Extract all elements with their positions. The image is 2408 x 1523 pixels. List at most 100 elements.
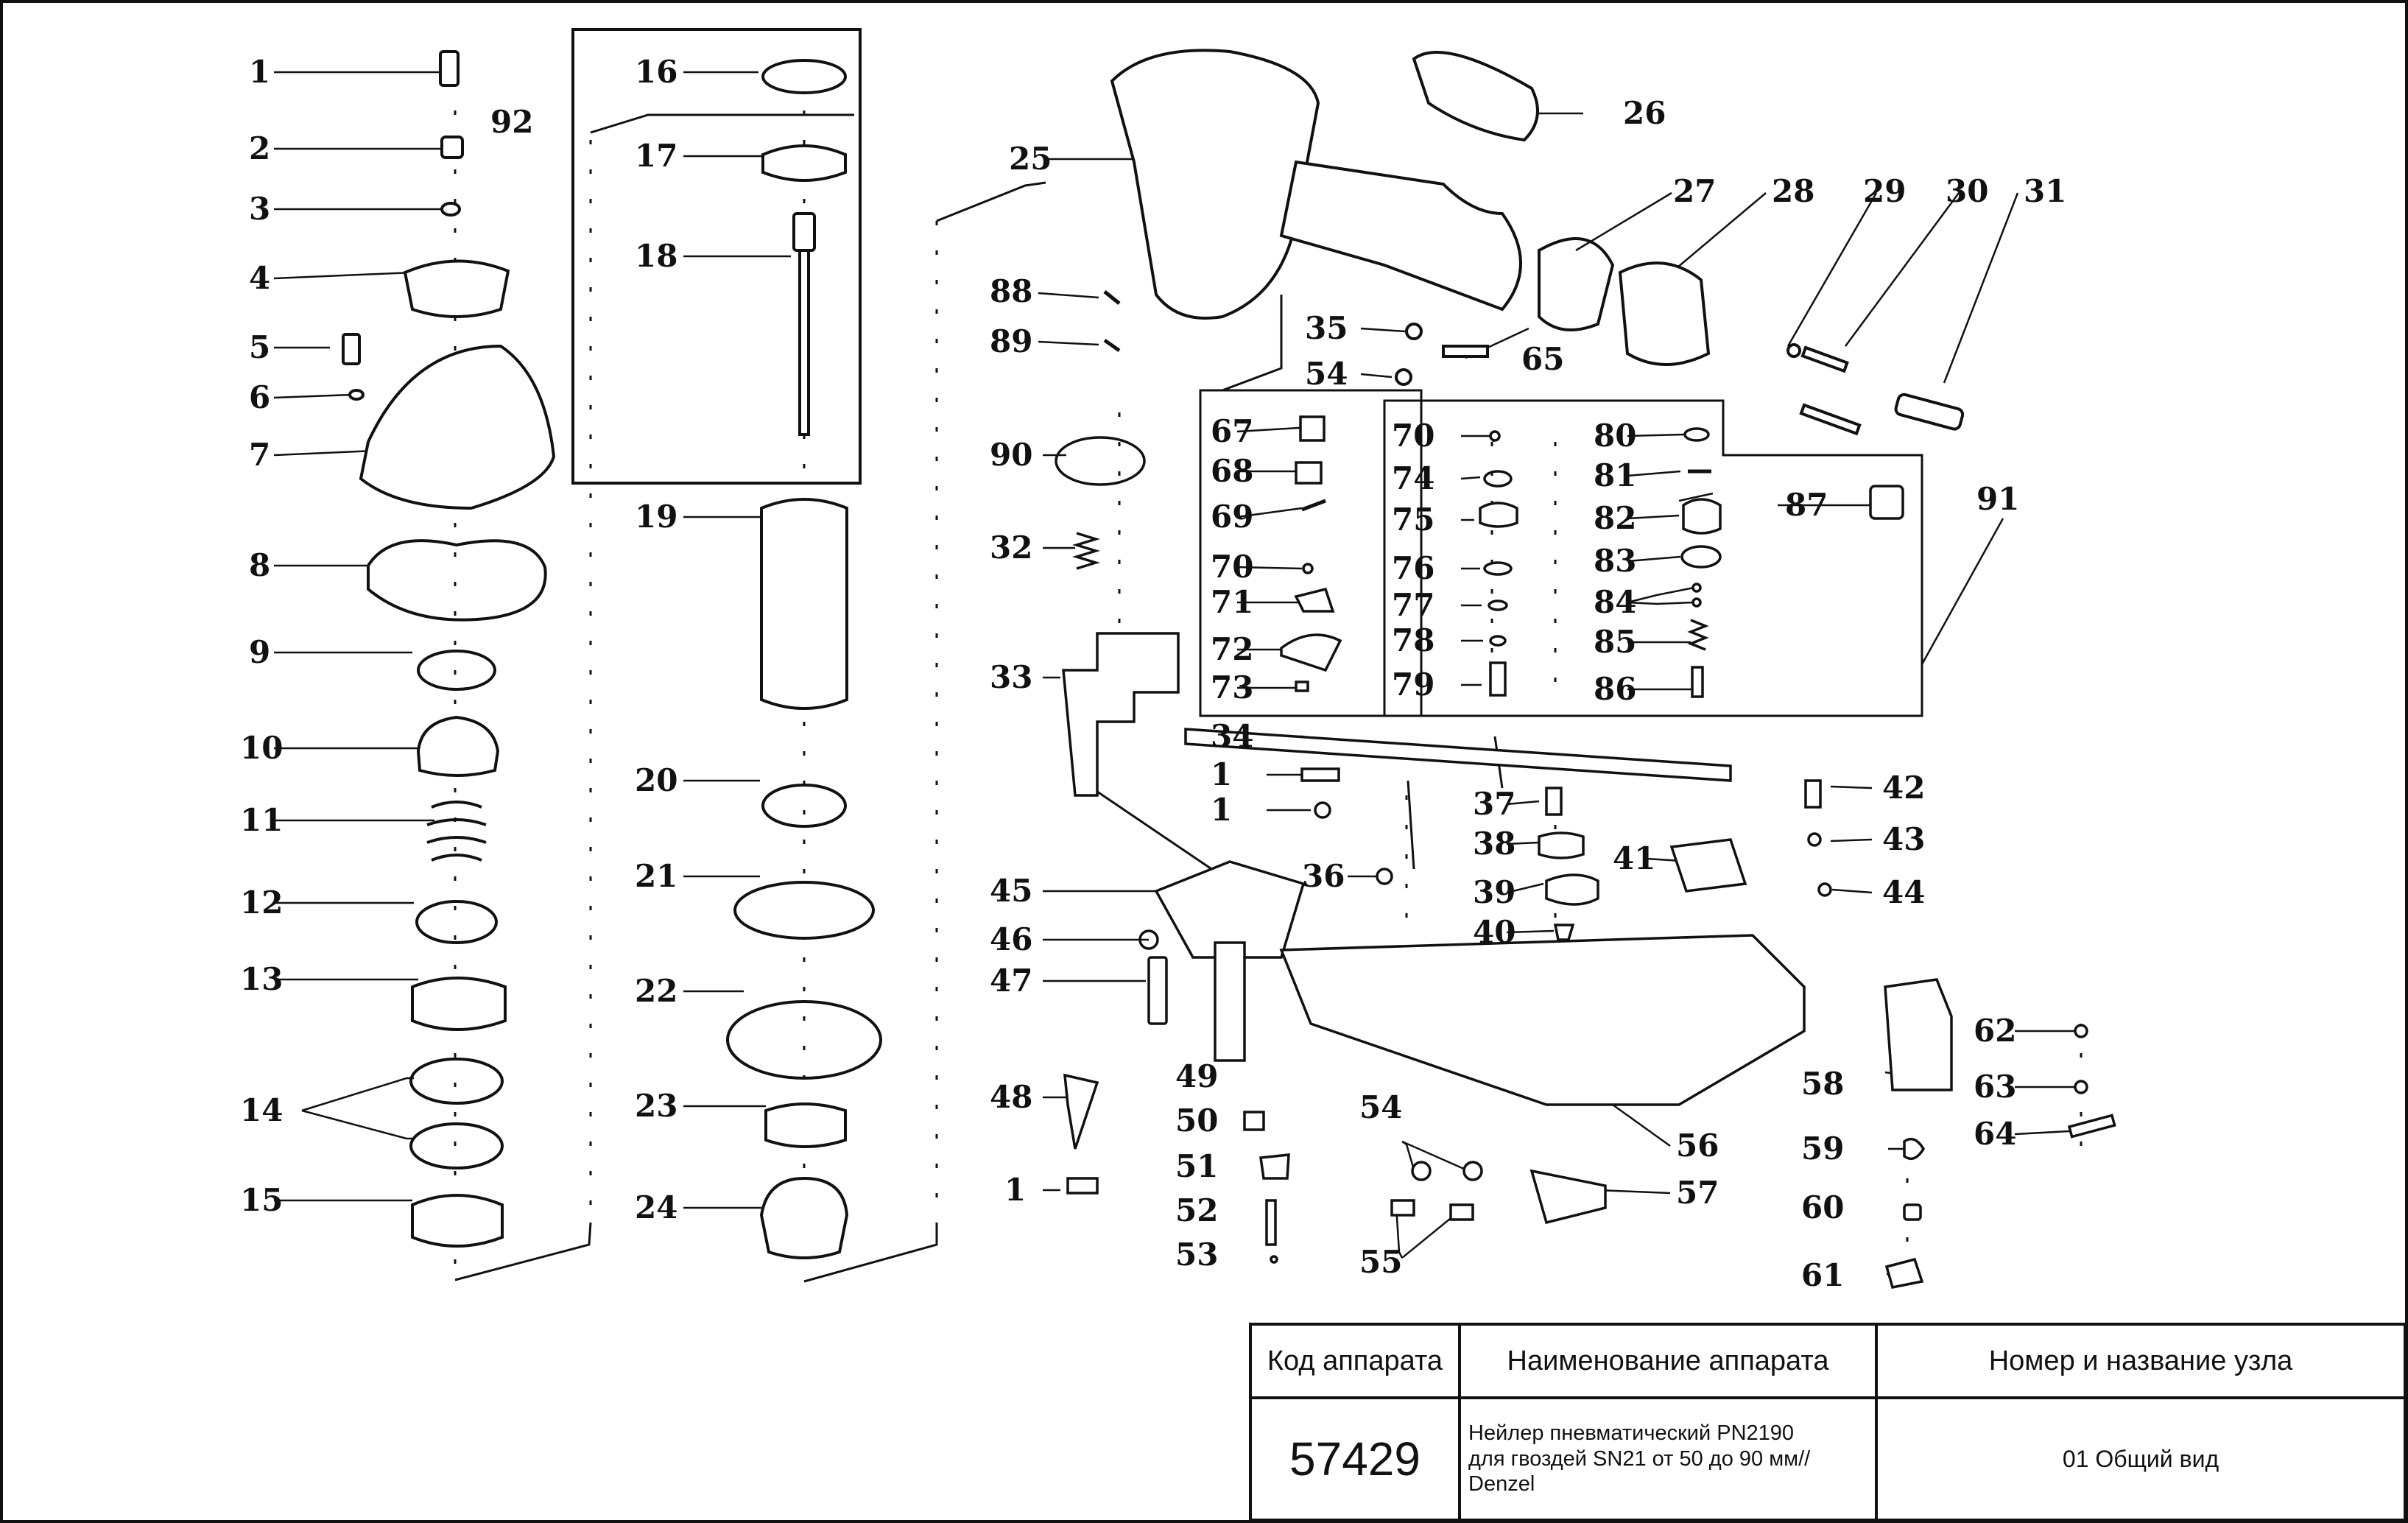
end-cap-28-icon <box>1618 261 1711 366</box>
handle-25-icon <box>1279 160 1522 312</box>
cap-4-icon <box>403 259 510 318</box>
callout-79: 79 <box>1392 666 1434 703</box>
callout-32: 32 <box>990 530 1032 566</box>
callout-42: 42 <box>1882 770 1925 806</box>
callout-69: 69 <box>1211 499 1253 535</box>
valve-10-icon <box>416 715 500 777</box>
callout-68: 68 <box>1211 453 1253 489</box>
oring-29-icon <box>1786 343 1801 358</box>
callout-48: 48 <box>990 1079 1032 1115</box>
callout-57: 57 <box>1676 1175 1719 1211</box>
callout-52: 52 <box>1175 1192 1218 1228</box>
hook-48-icon <box>1063 1073 1099 1150</box>
cylinder-19-icon <box>760 498 848 710</box>
nut-50-icon <box>1243 1111 1265 1131</box>
trigger-assembly-box <box>1199 389 1423 717</box>
callout-30: 30 <box>1946 173 1988 209</box>
callout-39: 39 <box>1473 874 1515 910</box>
callout-77: 77 <box>1392 587 1434 623</box>
spring-11-icon <box>426 801 487 862</box>
oring-9-icon <box>417 650 496 691</box>
screw-1b-icon <box>1300 767 1340 782</box>
oring-90-icon <box>1055 436 1146 486</box>
bolt-30b-icon <box>1799 403 1862 436</box>
callout-33: 33 <box>990 659 1032 695</box>
callout-75: 75 <box>1392 502 1434 538</box>
callout-2: 2 <box>249 130 270 166</box>
callout-70b: 70 <box>1392 418 1434 454</box>
pin-60-icon <box>1903 1203 1922 1221</box>
callout-24: 24 <box>635 1189 677 1225</box>
washer-3-icon <box>440 202 461 217</box>
oring-77-icon <box>1488 599 1508 611</box>
washer-35-icon <box>1405 323 1423 340</box>
callout-47: 47 <box>990 963 1032 999</box>
callout-9: 9 <box>249 634 270 670</box>
valve-body-82-icon <box>1682 498 1722 535</box>
callout-8: 8 <box>249 547 270 583</box>
callout-81: 81 <box>1594 457 1636 493</box>
callout-37: 37 <box>1473 786 1515 822</box>
housing-25-icon <box>1110 49 1320 320</box>
oring-20-icon <box>761 784 847 828</box>
callout-87: 87 <box>1785 487 1828 523</box>
nut-44-icon <box>1817 882 1832 897</box>
stem-79-icon <box>1489 661 1507 697</box>
spring-59-icon <box>1903 1137 1926 1161</box>
assembly-92-box <box>571 28 862 485</box>
header-code: Код аппарата <box>1249 1323 1461 1399</box>
unit-name: 01 Общий вид <box>1875 1396 2407 1522</box>
nut-36-icon <box>1376 868 1393 885</box>
screw-1-icon <box>439 50 460 87</box>
gasket-8-icon <box>367 539 547 622</box>
pin-37-icon <box>1545 787 1563 816</box>
screw-42-icon <box>1804 779 1822 809</box>
contact-arm-49-icon <box>1214 941 1246 1062</box>
callout-6: 6 <box>249 379 270 415</box>
pin-88-icon <box>1103 290 1121 305</box>
bolt-47-icon <box>1147 956 1168 1025</box>
apparatus-name-line-3: Denzel <box>1468 1472 1535 1496</box>
callout-56: 56 <box>1676 1128 1719 1164</box>
spring-85-icon <box>1687 619 1709 651</box>
callout-58: 58 <box>1801 1066 1844 1102</box>
oring-16-icon <box>761 59 847 94</box>
callout-13: 13 <box>240 961 283 997</box>
knob-24-icon <box>759 1176 849 1259</box>
callout-34: 34 <box>1211 718 1253 754</box>
callout-21: 21 <box>635 858 677 894</box>
ball-84b-icon <box>1691 597 1702 608</box>
header-unit: Номер и название узла <box>1875 1323 2407 1399</box>
clip-53-icon <box>1270 1255 1278 1264</box>
sleeve-23-icon <box>764 1102 847 1148</box>
callout-51: 51 <box>1175 1148 1218 1184</box>
callout-36: 36 <box>1302 858 1345 894</box>
callout-31: 31 <box>2024 173 2066 209</box>
callout-54b: 54 <box>1359 1089 1402 1125</box>
callout-35: 35 <box>1305 310 1348 346</box>
callout-7: 7 <box>249 437 270 473</box>
lever-71-icon <box>1294 587 1335 613</box>
trigger-72-icon <box>1280 633 1342 672</box>
callout-64: 64 <box>1974 1116 2016 1152</box>
callout-83: 83 <box>1594 543 1636 579</box>
trigger-parts <box>1280 415 1904 698</box>
callout-29: 29 <box>1863 173 1906 209</box>
washer-35b-icon <box>1314 801 1331 819</box>
callout-50: 50 <box>1175 1102 1218 1139</box>
housing-parts <box>1110 49 1965 436</box>
callout-1b: 1 <box>1004 1172 1026 1208</box>
callout-92: 92 <box>490 104 533 140</box>
callout-70: 70 <box>1211 549 1253 585</box>
callout-90: 90 <box>990 437 1032 473</box>
washer-6-icon <box>348 389 365 401</box>
cylinder-cap-7-icon <box>359 344 556 510</box>
header-name: Наименование аппарата <box>1458 1323 1878 1399</box>
callout-49: 49 <box>1175 1058 1218 1094</box>
washer-43-icon <box>1807 832 1822 847</box>
pin-73-icon <box>1295 680 1309 692</box>
callout-89: 89 <box>990 323 1032 359</box>
driver-head-18-icon <box>792 212 816 252</box>
callout-74: 74 <box>1392 460 1434 496</box>
